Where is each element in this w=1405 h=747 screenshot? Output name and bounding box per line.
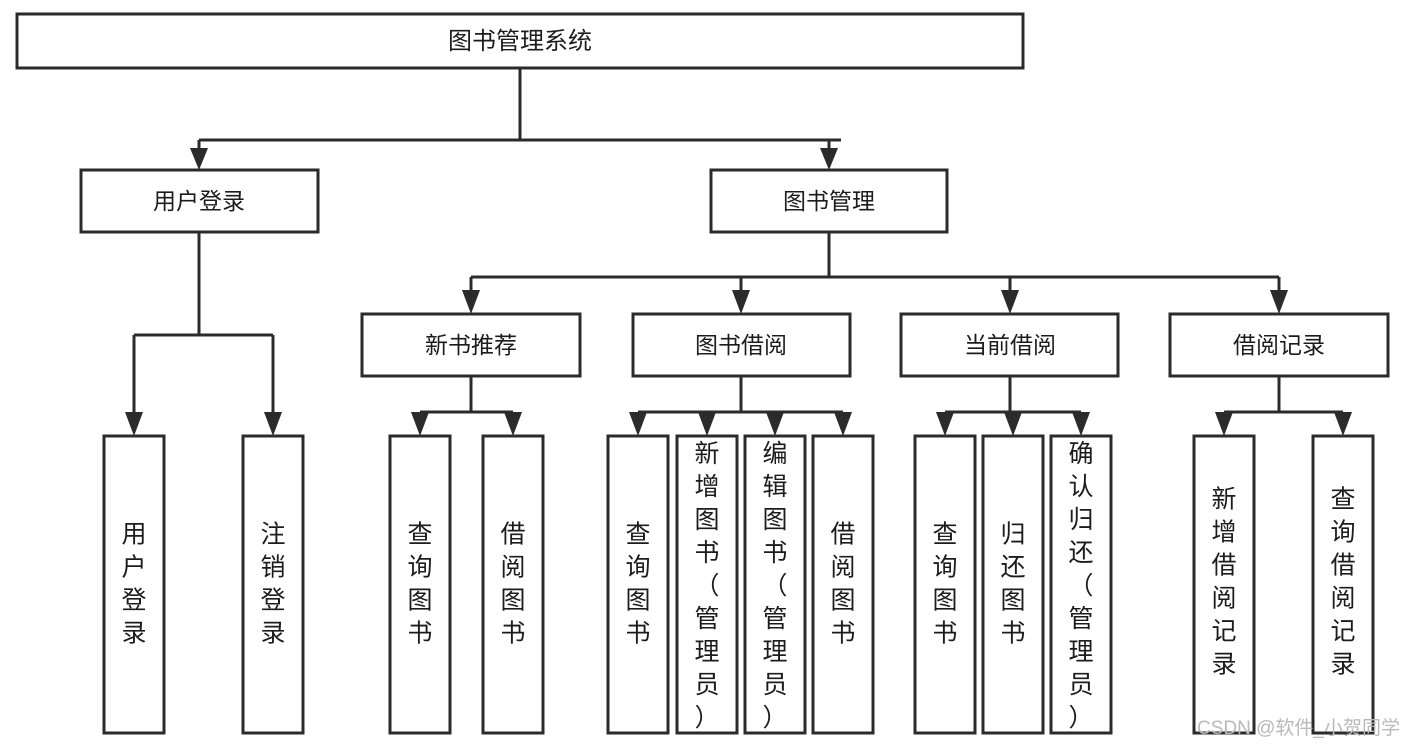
leaf-node-box-leaf-query-book-2[interactable]	[606, 434, 670, 735]
node-root-box[interactable]	[15, 12, 1025, 70]
leaf-node-box-leaf-add-record[interactable]	[1192, 434, 1256, 735]
arrow-head-leaf-query-record	[1334, 412, 1352, 436]
leaf-node[interactable]: 查询借阅记录	[1311, 434, 1375, 735]
arrow-head-leaf-return-book	[1004, 412, 1022, 436]
arrow-head-leaf-logout	[264, 412, 282, 436]
node-borrow-record-label: 借阅记录	[1233, 332, 1325, 358]
leaf-node-box-leaf-edit-book[interactable]	[743, 434, 807, 735]
node-book-manage-label: 图书管理	[783, 188, 875, 214]
leaf-node-box-leaf-user-login[interactable]	[102, 434, 166, 735]
leaf-node-label-leaf-edit-book: 编辑图书（管理员）	[762, 440, 787, 732]
arrow-head-leaf-add-record	[1215, 412, 1233, 436]
leaf-node-box-leaf-logout[interactable]	[241, 434, 305, 735]
leaf-node-label-leaf-user-login: 用户登录	[121, 521, 146, 648]
arrow-head-leaf-query-book-2	[629, 412, 647, 436]
leaf-node-label-leaf-query-book-3: 查询图书	[932, 521, 957, 648]
leaf-node-box-leaf-confirm-return[interactable]	[1049, 434, 1113, 735]
node-current-borrow[interactable]: 当前借阅	[899, 312, 1120, 378]
leaf-node[interactable]: 新增图书（管理员）	[675, 434, 739, 735]
leaf-node[interactable]: 借阅图书	[481, 434, 545, 735]
arrow-head-leaf-add-book	[698, 412, 716, 436]
leaf-node-label-leaf-query-book-2: 查询图书	[625, 521, 650, 648]
node-user-login[interactable]: 用户登录	[79, 168, 320, 234]
arrow-head-leaf-query-book-1	[411, 412, 429, 436]
node-root-label: 图书管理系统	[448, 28, 592, 55]
leaf-node-box-leaf-borrow-book-2[interactable]	[811, 434, 875, 735]
leaf-node-label-leaf-borrow-book-1: 借阅图书	[500, 521, 525, 648]
node-book-manage-box[interactable]	[709, 168, 949, 234]
node-new-book-rec-box[interactable]	[360, 312, 582, 378]
leaf-node-box-leaf-query-book-3[interactable]	[913, 434, 977, 735]
leaf-node-label-leaf-add-record: 新增借阅记录	[1211, 486, 1236, 679]
leaf-node[interactable]: 归还图书	[981, 434, 1045, 735]
node-new-book-rec-label: 新书推荐	[425, 332, 517, 358]
arrow-head-leaf-confirm-return	[1072, 412, 1090, 436]
arrow-head-current-borrow	[1001, 290, 1019, 314]
node-borrow-record-box[interactable]	[1168, 312, 1390, 378]
arrow-head-borrow-record	[1270, 290, 1288, 314]
node-current-borrow-label: 当前借阅	[964, 332, 1056, 358]
arrow-head-book-manage	[820, 148, 838, 170]
leaf-node[interactable]: 借阅图书	[811, 434, 875, 735]
node-borrow-record[interactable]: 借阅记录	[1168, 312, 1390, 378]
leaf-node[interactable]: 查询图书	[388, 434, 452, 735]
leaf-node[interactable]: 查询图书	[606, 434, 670, 735]
leaf-node-box-leaf-query-book-1[interactable]	[388, 434, 452, 735]
leaf-node-box-leaf-return-book[interactable]	[981, 434, 1045, 735]
leaf-node-label-leaf-confirm-return: 确认归还（管理员）	[1068, 440, 1093, 732]
csdn-watermark: CSDN @软件_小贺同学	[1197, 717, 1400, 739]
connector-layer	[125, 68, 1352, 436]
leaf-node[interactable]: 注销登录	[241, 434, 305, 735]
leaf-node-layer: 用户登录 注销登录 查询图书 借阅图书 查询图书 新增图书（管理员） 编辑图书（管理员） 借阅…	[102, 434, 1375, 735]
leaf-node-label-leaf-query-book-1: 查询图书	[407, 521, 432, 648]
arrow-head-leaf-borrow-book-1	[504, 412, 522, 436]
node-book-borrow-label: 图书借阅	[695, 332, 787, 358]
node-book-borrow-box[interactable]	[631, 312, 852, 378]
leaf-node-label-leaf-logout: 注销登录	[260, 521, 285, 648]
arrow-head-leaf-user-login	[125, 412, 143, 436]
node-new-book-rec[interactable]: 新书推荐	[360, 312, 582, 378]
leaf-node-label-leaf-query-record: 查询借阅记录	[1330, 486, 1355, 679]
leaf-node[interactable]: 用户登录	[102, 434, 166, 735]
node-root[interactable]: 图书管理系统	[15, 12, 1025, 70]
leaf-node[interactable]: 确认归还（管理员）	[1049, 434, 1113, 735]
leaf-node-label-leaf-return-book: 归还图书	[1000, 521, 1025, 648]
arrow-head-book-borrow	[732, 290, 750, 314]
leaf-node-box-leaf-query-record[interactable]	[1311, 434, 1375, 735]
arrow-head-leaf-borrow-book-2	[834, 412, 852, 436]
node-book-manage[interactable]: 图书管理	[709, 168, 949, 234]
node-user-login-label: 用户登录	[153, 188, 245, 214]
leaf-node-box-leaf-borrow-book-1[interactable]	[481, 434, 545, 735]
leaf-node[interactable]: 查询图书	[913, 434, 977, 735]
node-book-borrow[interactable]: 图书借阅	[631, 312, 852, 378]
leaf-node-label-leaf-borrow-book-2: 借阅图书	[830, 521, 855, 648]
leaf-node-label-leaf-add-book: 新增图书（管理员）	[694, 440, 719, 732]
leaf-node[interactable]: 编辑图书（管理员）	[743, 434, 807, 735]
node-user-login-box[interactable]	[79, 168, 320, 234]
node-current-borrow-box[interactable]	[899, 312, 1120, 378]
leaf-node-box-leaf-add-book[interactable]	[675, 434, 739, 735]
arrow-head-new-book-rec	[462, 290, 480, 314]
leaf-node[interactable]: 新增借阅记录	[1192, 434, 1256, 735]
arrow-head-leaf-edit-book	[766, 412, 784, 436]
arrow-head-leaf-query-book-3	[936, 412, 954, 436]
arrow-head-user-login	[190, 148, 208, 170]
